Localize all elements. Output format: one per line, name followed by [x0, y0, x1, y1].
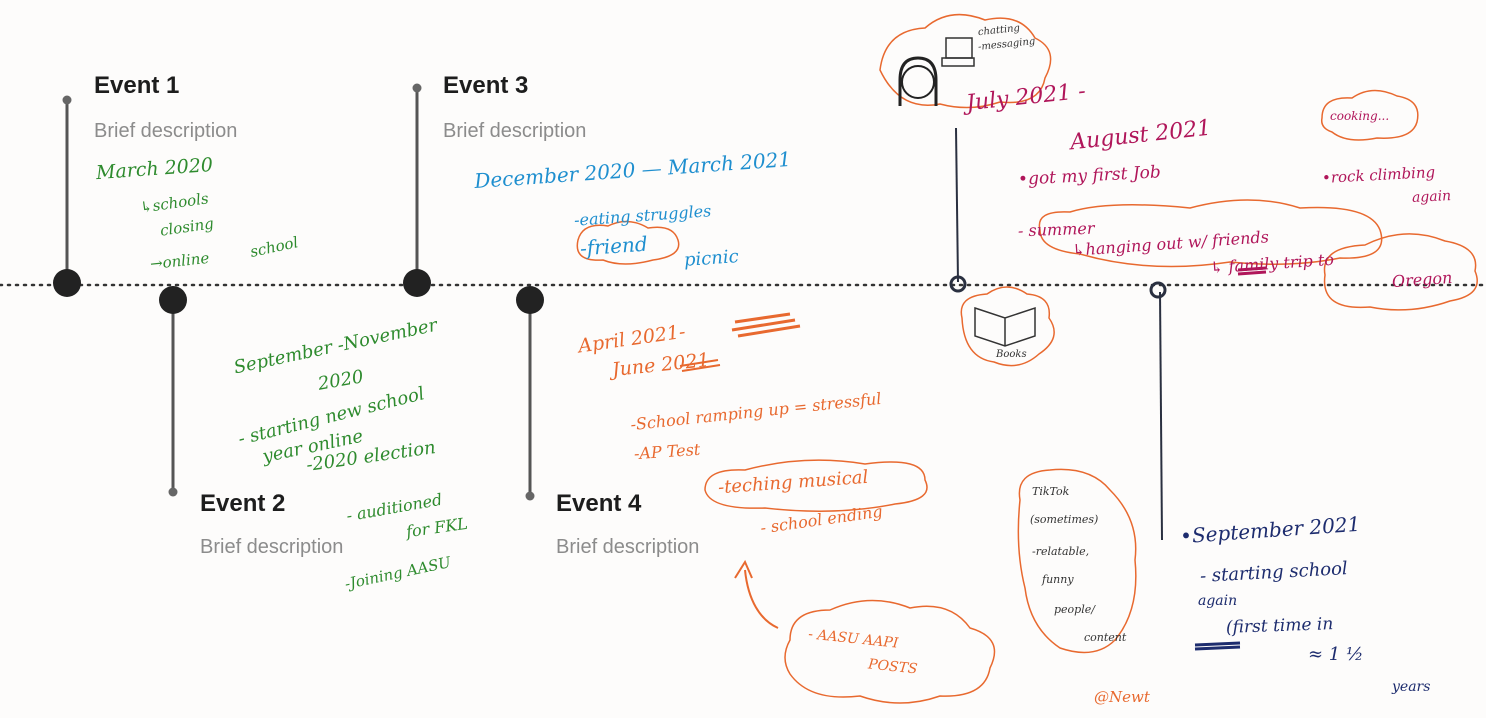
tiktok-line1: TikTok: [1032, 485, 1070, 498]
books-cloud: [960, 286, 1055, 367]
event-3-description: Brief description: [443, 120, 587, 142]
event-1-title: Event 1: [94, 72, 180, 99]
tiktok-line2: (sometimes): [1030, 513, 1099, 526]
friends-cloud: [1038, 199, 1383, 268]
rock-line2: again: [1411, 187, 1452, 207]
orange-arrow: [744, 569, 779, 629]
event-4-description: Brief description: [556, 536, 700, 558]
event-4-node: [516, 286, 544, 314]
event-6-node: [1149, 281, 1167, 299]
avatar-face-outline: [901, 65, 935, 99]
event-2-node: [159, 286, 187, 314]
orange-scribble: [731, 312, 801, 338]
event-1-stem-dot: [62, 95, 72, 105]
event-1-description: Brief description: [94, 120, 238, 142]
orange-arrow-head: [734, 559, 753, 579]
tiktok-cloud: [1017, 468, 1137, 654]
event-5-stem: [955, 127, 959, 283]
aasu-cloud: [784, 599, 996, 704]
e6-line4: ≈ 1 ½: [1308, 644, 1364, 665]
event-2-title: Event 2: [200, 490, 286, 517]
laptop-base-sketch: [941, 57, 975, 67]
event-1-node: [53, 269, 81, 297]
book-sketch: [974, 306, 1036, 347]
e6-line3: (first time in: [1225, 614, 1334, 638]
event-3-title: Event 3: [443, 72, 529, 99]
e5-line2: - summer: [1017, 218, 1095, 241]
laptop-sketch: [945, 37, 973, 59]
signature: @Newt: [1094, 688, 1150, 706]
magenta-strike: [1237, 266, 1267, 276]
tiktok-line5: people/: [1054, 603, 1095, 616]
event-2-description: Brief description: [200, 536, 344, 558]
event-2-stem-dot: [168, 487, 178, 497]
tiktok-line4: funny: [1042, 573, 1074, 586]
event-4-title: Event 4: [556, 490, 642, 517]
friend-cloud: [576, 220, 680, 265]
event-5-node: [949, 275, 967, 293]
event-3-stem-dot: [412, 83, 422, 93]
event-4-stem-dot: [525, 491, 535, 501]
event-3-node: [403, 269, 431, 297]
june-strike: [679, 359, 721, 372]
cooking-note: cooking...: [1330, 109, 1390, 123]
e6-line5: years: [1392, 679, 1431, 695]
e6-line2: again: [1198, 593, 1238, 609]
musical-cloud: [704, 459, 928, 512]
oregon-cloud: [1323, 233, 1478, 311]
cooking-cloud: [1320, 89, 1419, 141]
tiktok-line3: -relatable,: [1032, 545, 1090, 558]
books-note: Books: [996, 349, 1027, 360]
chat-cloud: [879, 13, 1052, 109]
tiktok-line6: content: [1084, 631, 1127, 644]
e3-line3: picnic: [683, 246, 740, 271]
e3-line2: -friend: [579, 231, 649, 261]
event-6-stem: [1159, 291, 1163, 541]
avatar-hair: [898, 56, 938, 106]
navy-strike: [1194, 641, 1241, 651]
